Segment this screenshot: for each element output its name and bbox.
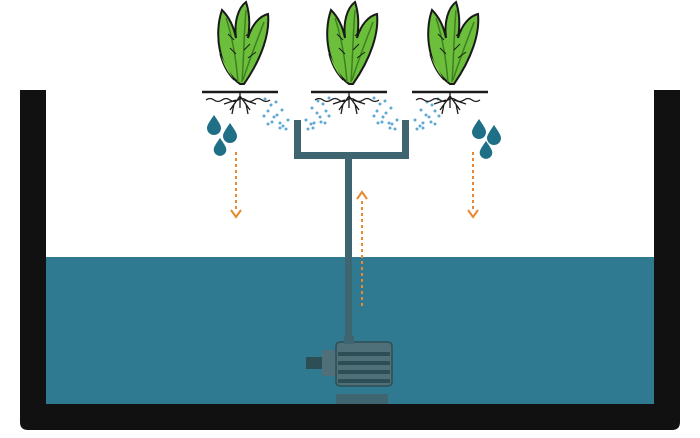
droplets-right <box>472 119 501 159</box>
spray-right-outer <box>413 97 441 131</box>
droplets-left <box>207 115 237 156</box>
pump-flow-arrow <box>356 190 368 306</box>
lettuce-plant-right <box>410 0 490 116</box>
spray-mist <box>262 96 441 131</box>
riser-pipe <box>294 120 409 339</box>
spray-center-left <box>304 96 331 131</box>
spray-center-right <box>372 96 399 131</box>
lettuce-plant-left <box>200 0 280 116</box>
drip-arrow-left <box>230 152 242 219</box>
spray-left-outer <box>262 97 290 131</box>
drip-arrow-right <box>467 152 479 219</box>
pump-motor <box>306 336 393 404</box>
lettuce-plant-center <box>309 0 389 116</box>
